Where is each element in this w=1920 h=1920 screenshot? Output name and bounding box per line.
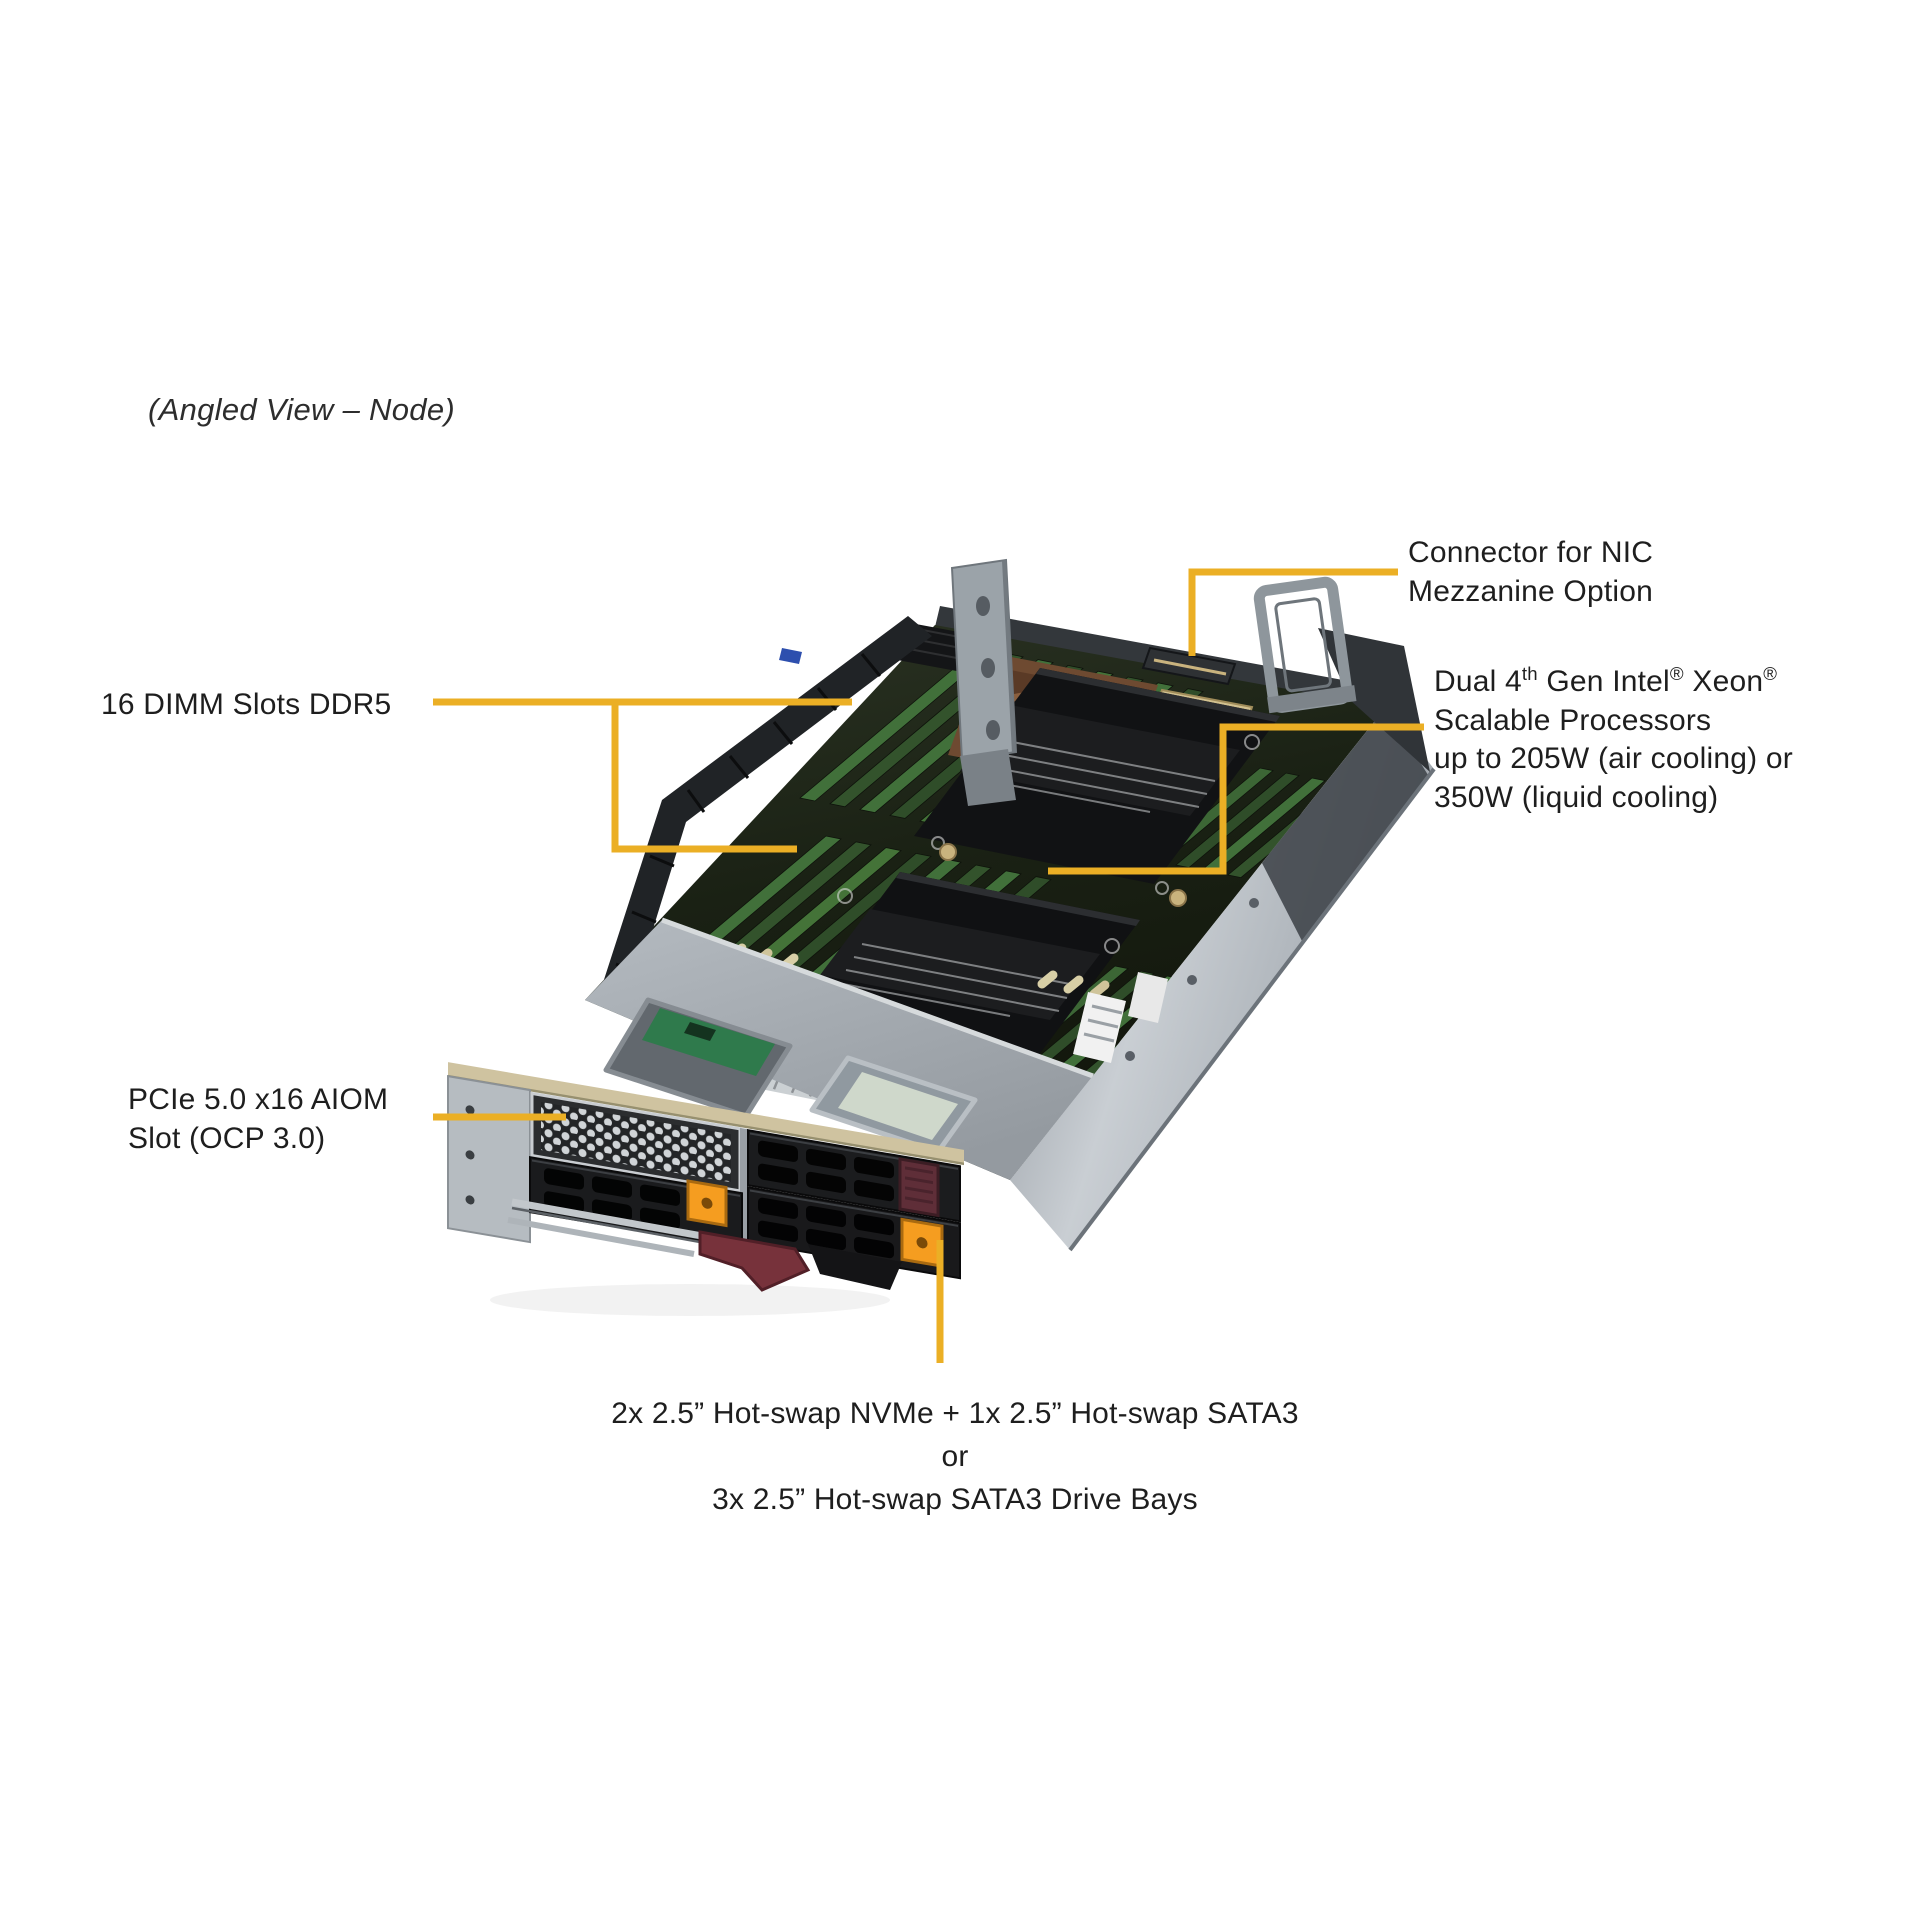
callout-line-nic [1188,568,1398,656]
node-rail [511,1198,703,1240]
aiom-card-pcb [642,1008,775,1076]
pcie-aiom-label: PCIe 5.0 x16 AIOM Slot (OCP 3.0) [128,1081,388,1158]
drive-tray-bottom-right [747,1186,961,1280]
callout-line-processor [1048,723,1424,875]
nic-label-line1: Connector for NIC [1408,536,1654,569]
rear-handle-bracket-right [1253,576,1357,714]
front-top-rail [448,1062,964,1164]
empty-bay-floor [838,1072,958,1140]
nic-label-line2: Mezzanine Option [1408,574,1654,608]
rear-handle-bracket-left [950,558,1018,806]
connector-pins [1153,658,1227,676]
node-rail-shadow [511,1206,701,1244]
processor-label: Dual 4th Gen Intel® Xeon® Scalable Proce… [1434,655,1793,817]
drive-cage-top [585,917,1094,1180]
cpu2-label-text-lines [837,943,1076,1017]
blue-component [779,648,802,664]
release-lever [698,1230,811,1292]
processor-label-line4: 350W (liquid cooling) [1434,780,1719,814]
pcie-label-line2: Slot (OCP 3.0) [128,1121,326,1155]
view-note: (Angled View – Node) [148,392,455,427]
drive-bays-label-line1: 2x 2.5” Hot-swap NVMe + 1x 2.5” Hot-swap… [611,1397,1299,1430]
nic-mezzanine-label: Connector for NIC Mezzanine Option [1408,534,1653,611]
processor-label-line2: Scalable Processors [1434,703,1712,737]
drive-bays-label-line2: or [941,1440,969,1473]
dimm-slots-label: 16 DIMM Slots DDR5 [101,688,392,721]
callout-lines [433,568,1424,1363]
aiom-chip [684,1022,716,1041]
node-rail [507,1217,695,1257]
blade-node [447,558,1436,1292]
wall-label-sticker [1128,972,1168,1023]
ground-shadow [490,1284,890,1316]
processor-label-line3: up to 205W (air cooling) or [1434,742,1793,775]
drive-tray-top-right [747,1129,961,1223]
cpu1-standoff [939,843,957,861]
cpu1-standoff [1169,889,1187,907]
right-side-wall [1010,707,1436,1252]
callout-line-dimm-branch [611,702,797,853]
front-underside-shadow [808,1244,902,1290]
processor-label-line1: Dual 4th Gen Intel® Xeon® [1434,663,1778,698]
front-end-cap [447,1075,531,1244]
drive-bays-label: 2x 2.5” Hot-swap NVMe + 1x 2.5” Hot-swap… [440,1392,1470,1521]
drive-bays-label-line3: 3x 2.5” Hot-swap SATA3 Drive Bays [712,1483,1198,1516]
front-face [447,1062,964,1280]
pcie-label-line1: PCIe 5.0 x16 AIOM [128,1083,389,1116]
